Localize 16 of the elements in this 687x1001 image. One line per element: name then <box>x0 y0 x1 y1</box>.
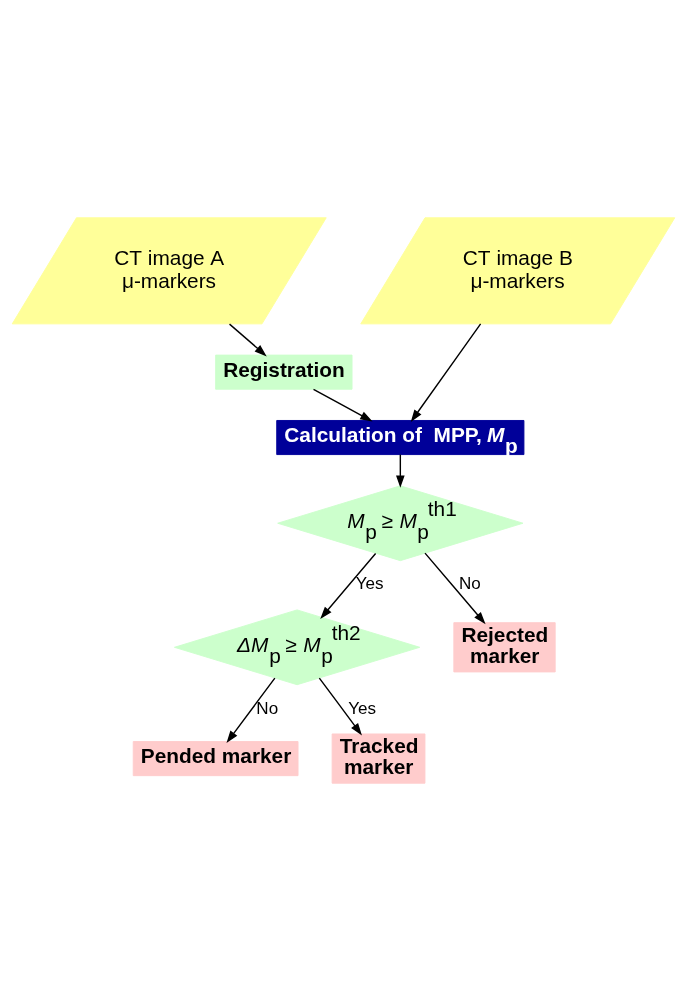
arrow <box>228 323 267 357</box>
node-box: Tracked marker <box>331 733 426 784</box>
arrow <box>410 323 482 422</box>
arrow <box>320 552 377 619</box>
arrow <box>396 453 405 488</box>
edge-label: No <box>256 698 279 718</box>
arrow <box>312 388 373 422</box>
arrow <box>318 677 362 736</box>
node-box: Registration <box>215 354 353 390</box>
node-box: Rejected marker <box>453 622 556 673</box>
arrow <box>424 552 486 625</box>
edge-label: Yes <box>348 698 377 718</box>
node-box: Pended marker <box>132 741 299 777</box>
edge-label: Yes <box>355 574 384 594</box>
arrow <box>226 677 276 744</box>
edge-label: No <box>459 574 481 594</box>
